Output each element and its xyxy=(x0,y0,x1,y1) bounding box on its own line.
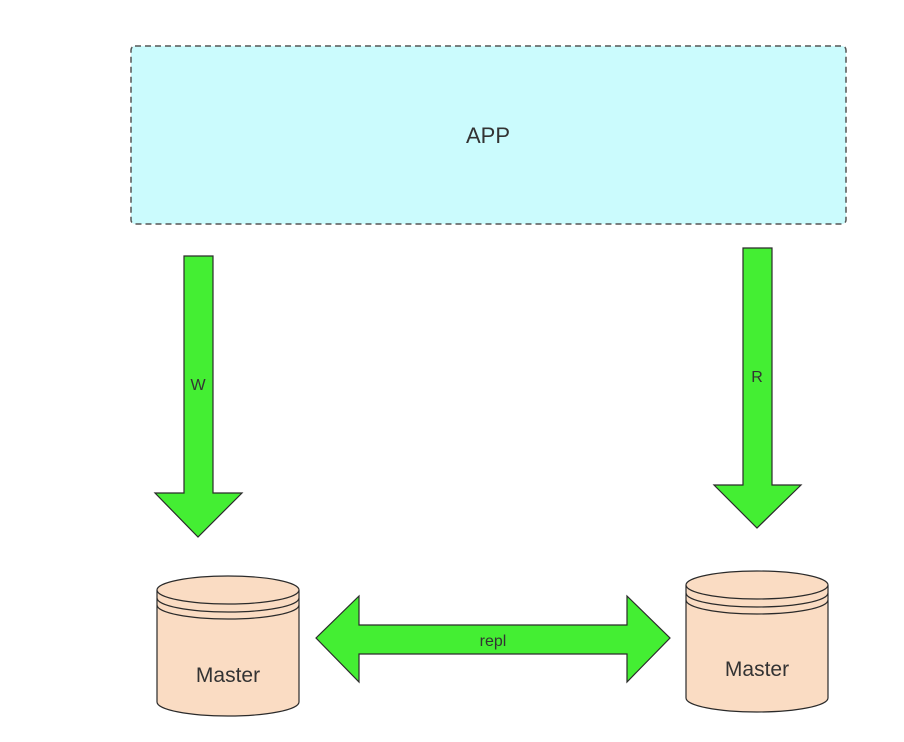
read-arrow-label: R xyxy=(751,369,763,386)
read-arrow-shape xyxy=(712,247,803,529)
replication-arrow: repl xyxy=(315,594,671,684)
right-database-label: Master xyxy=(725,658,789,681)
right-database-ring-1 xyxy=(685,592,829,608)
replication-arrow-label: repl xyxy=(480,633,507,650)
replication-arrow-shape xyxy=(315,594,671,684)
write-arrow-shape xyxy=(153,255,244,538)
read-arrow: R xyxy=(712,247,803,529)
right-database-top xyxy=(685,570,829,600)
left-database-label: Master xyxy=(196,664,260,687)
app-box: APP xyxy=(130,45,847,225)
write-arrow: W xyxy=(153,255,244,538)
left-database-ring-1 xyxy=(156,597,300,613)
write-arrow-label: W xyxy=(190,377,206,394)
right-database: Master xyxy=(685,570,829,713)
left-database: Master xyxy=(156,575,300,717)
left-database-body xyxy=(156,590,300,717)
app-box-rect xyxy=(130,45,847,225)
right-database-ring-2 xyxy=(685,599,829,615)
left-database-ring-2 xyxy=(156,604,300,620)
app-label: APP xyxy=(466,123,510,148)
right-database-body xyxy=(685,585,829,713)
left-database-top xyxy=(156,575,300,605)
